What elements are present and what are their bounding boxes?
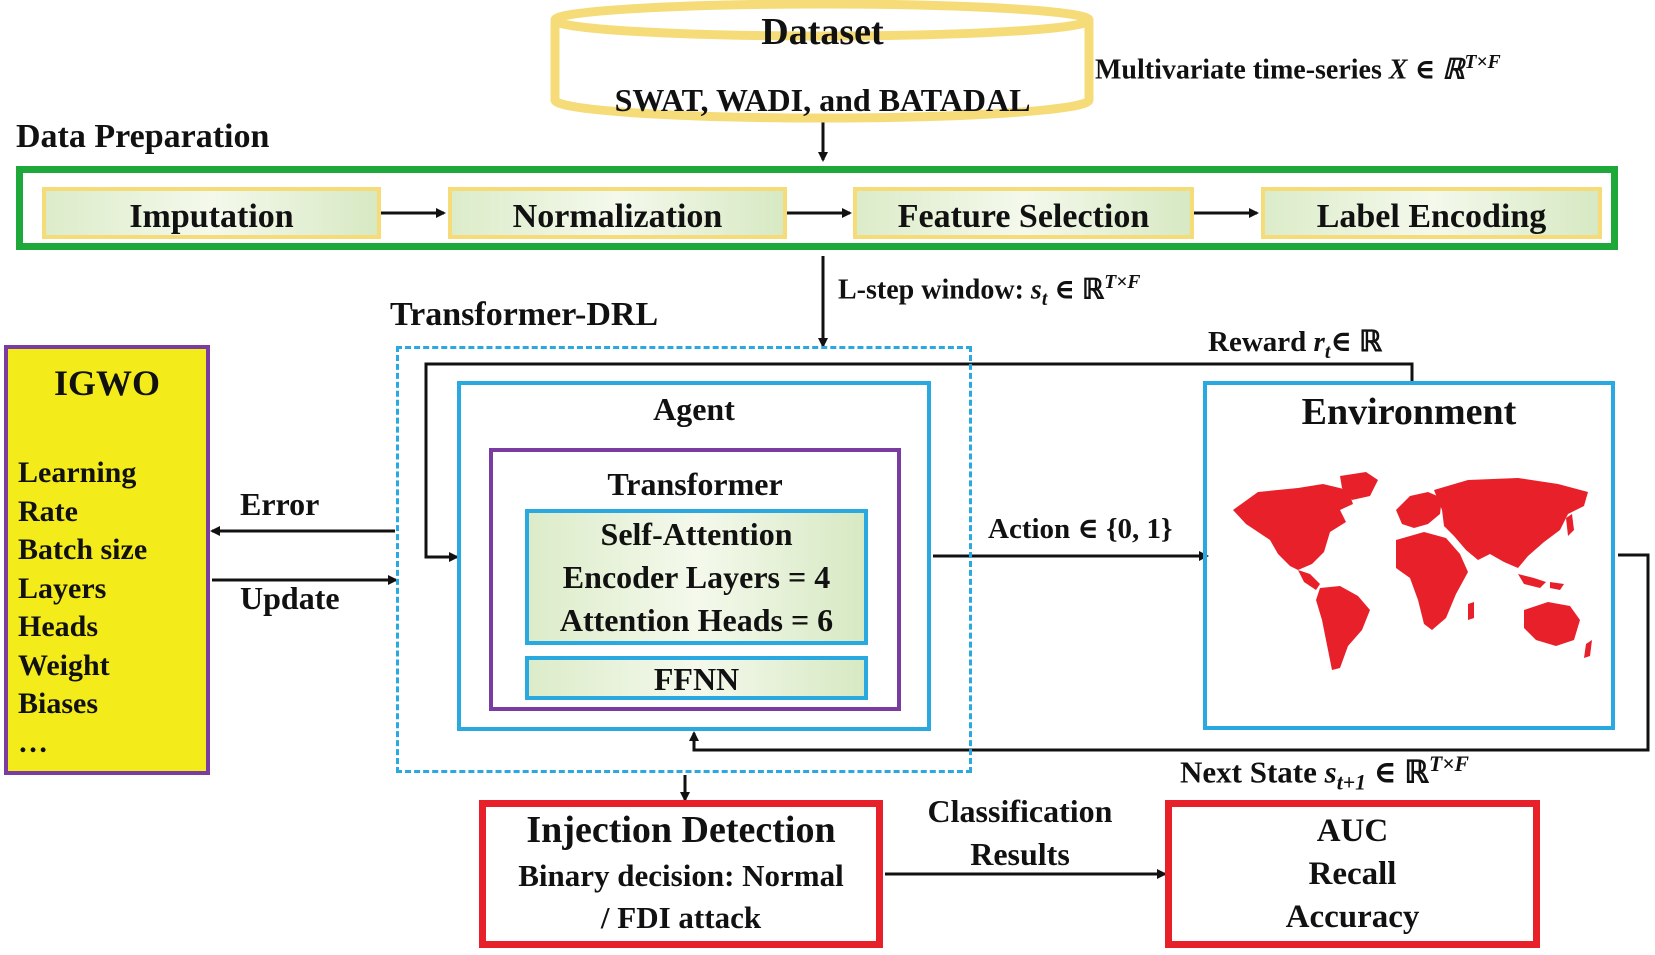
igwo-param: Rate <box>18 494 78 528</box>
error-label: Error <box>240 486 320 522</box>
update-label: Update <box>240 580 340 616</box>
injection-title: Injection Detection <box>526 809 836 851</box>
reward-label: Reward rt∈ ℝ <box>1208 324 1382 364</box>
window-dims: T×F <box>1104 272 1141 293</box>
attention-heads-label: Attention Heads = 6 <box>559 602 834 638</box>
next-state-in: ∈ ℝ <box>1373 754 1429 790</box>
igwo-param: Heads <box>18 610 99 643</box>
input-symbol: X ∈ ℝ <box>1388 54 1465 86</box>
transformer-drl-title: Transformer-DRL <box>390 296 659 333</box>
step-imputation: Imputation <box>42 187 381 239</box>
dataset-cylinder <box>550 0 1094 123</box>
window-label-text: L-step window: <box>838 274 1024 306</box>
window-in: ∈ ℝ <box>1054 274 1105 306</box>
agent-title: Agent <box>653 391 735 427</box>
agent-box <box>457 381 931 731</box>
self-attention-label: Self-Attention <box>600 516 793 552</box>
igwo-param: Batch size <box>18 533 148 566</box>
igwo-param-list: Learning Rate Batch size Layers Heads We… <box>18 454 147 762</box>
window-sub: t <box>1041 288 1048 310</box>
classification-line1: Classification <box>927 793 1113 829</box>
attention-text: Self-Attention Encoder Layers = 4 Attent… <box>525 513 868 642</box>
metric-item: Recall <box>1308 856 1397 892</box>
input-label-text: Multivariate time-series <box>1095 54 1382 86</box>
reward-arrow <box>424 362 1414 562</box>
metric-item: AUC <box>1316 813 1389 849</box>
window-label: L-step window: st ∈ ℝT×F <box>838 272 1140 311</box>
data-preparation-title: Data Preparation <box>16 118 270 155</box>
next-state-arrow <box>689 553 1650 752</box>
step-label-encoding: Label Encoding <box>1261 187 1602 239</box>
action-label: Action ∈ {0, 1} <box>988 513 1173 545</box>
metrics-box <box>1165 800 1540 948</box>
step-feature-selection: Feature Selection <box>853 187 1194 239</box>
dataset-names: SWAT, WADI, and BATADAL <box>614 82 1031 118</box>
window-symbol: s <box>1030 274 1042 306</box>
injection-line1: Binary decision: Normal <box>518 858 844 893</box>
igwo-param: Layers <box>18 571 107 605</box>
dataset-title: Dataset <box>761 11 884 53</box>
dataset-input-label: Multivariate time-series X ∈ ℝT×F <box>1095 52 1501 86</box>
reward-in: ∈ ℝ <box>1330 326 1383 358</box>
next-state-label-text: Next State <box>1180 754 1317 790</box>
metrics-list: AUC Recall Accuracy <box>1165 810 1540 939</box>
step-normalization: Normalization <box>448 187 787 239</box>
igwo-title: IGWO <box>53 363 160 403</box>
injection-line2: / FDI attack <box>600 900 762 935</box>
transformer-title: Transformer <box>607 466 783 502</box>
igwo-param: Learning <box>18 456 137 489</box>
igwo-box <box>4 345 210 775</box>
world-map-icon <box>1233 472 1592 670</box>
igwo-param: … <box>18 725 48 759</box>
classification-label: Classification Results <box>900 790 1140 876</box>
next-state-label: Next State st+1 ∈ ℝT×F <box>1180 752 1469 796</box>
attention-box <box>525 509 868 645</box>
injection-detection-box <box>479 800 883 948</box>
reward-label-text: Reward <box>1208 326 1307 358</box>
igwo-param: Biases <box>18 687 99 720</box>
environment-box <box>1203 381 1615 730</box>
next-state-symbol: s <box>1324 754 1337 790</box>
metric-item: Accuracy <box>1285 899 1420 935</box>
environment-title: Environment <box>1301 391 1517 433</box>
reward-symbol: r <box>1313 326 1325 358</box>
reward-sub: t <box>1324 340 1331 363</box>
input-dims: T×F <box>1464 52 1501 73</box>
classification-line2: Results <box>970 836 1070 872</box>
transformer-box <box>489 448 901 711</box>
ffnn-box: FFNN <box>525 656 868 700</box>
data-preparation-box <box>16 166 1618 250</box>
next-state-dims: T×F <box>1428 752 1470 776</box>
igwo-param: Weight <box>18 648 110 682</box>
encoder-layers-label: Encoder Layers = 4 <box>562 559 831 595</box>
transformer-drl-box <box>396 346 972 773</box>
next-state-sub: t+1 <box>1336 770 1366 795</box>
